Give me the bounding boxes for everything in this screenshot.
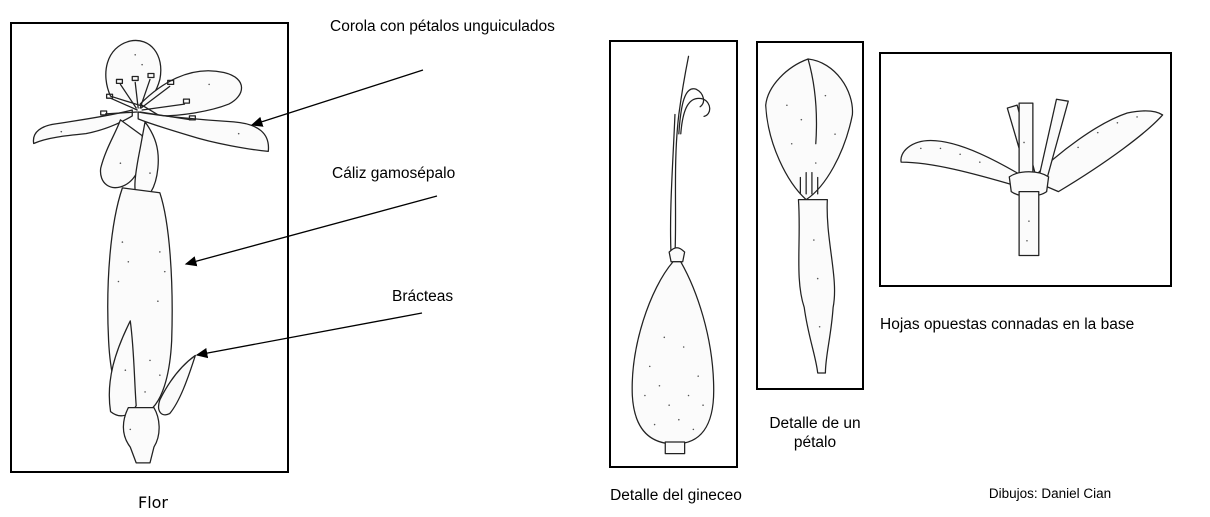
caption-flor: Flor [118, 493, 188, 513]
label-bracteas: Brácteas [392, 287, 453, 306]
petal-panel [756, 41, 864, 390]
caption-gineceo: Detalle del gineceo [586, 486, 766, 505]
gynoecium-panel [609, 40, 738, 468]
caption-petalo-line1: Detalle de un [745, 414, 885, 433]
label-corola: Corola con pétalos unguiculados [330, 17, 555, 36]
gynoecium-drawing [611, 42, 736, 466]
caption-credits: Dibujos: Daniel Cian [960, 486, 1140, 503]
flower-panel [10, 22, 289, 473]
petal-drawing [758, 43, 862, 388]
caption-petalo-line2: pétalo [745, 433, 885, 452]
label-caliz: Cáliz gamosépalo [332, 164, 455, 183]
caption-hojas: Hojas opuestas connadas en la base [880, 315, 1210, 334]
caption-petalo: Detalle de un pétalo [745, 414, 885, 453]
flower-drawing [12, 24, 287, 471]
leaves-drawing [881, 54, 1170, 285]
leaves-panel [879, 52, 1172, 287]
